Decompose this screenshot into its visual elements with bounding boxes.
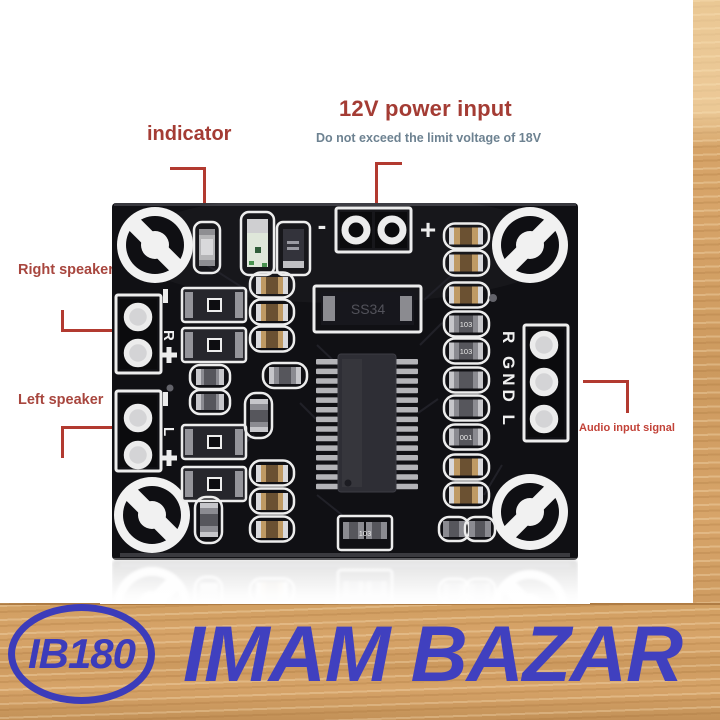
power-callout-line	[375, 162, 402, 165]
store-name: IMAM BAZAR	[183, 609, 683, 698]
smd-capacitor	[188, 363, 232, 391]
audio-callout-line	[583, 380, 629, 383]
smd-resistor	[248, 298, 296, 326]
mounting-hole	[492, 207, 568, 283]
smd-capacitor-001: 001	[442, 423, 491, 451]
left-speaker-minus-mark	[163, 392, 168, 406]
smd-code: 103	[359, 529, 372, 538]
smd-resistor	[248, 325, 296, 353]
voltage-warning-text: Do not exceed the limit voltage of 18V	[316, 131, 542, 145]
power-minus-mark: -	[318, 210, 327, 240]
right-speaker-callout-line	[61, 310, 64, 332]
via	[489, 294, 497, 302]
smd-resistor	[442, 453, 491, 481]
smd-capacitor-103: 103	[442, 337, 491, 365]
seller-badge-text: IB180	[27, 630, 136, 677]
left-speaker-l-mark: L	[160, 427, 177, 436]
audio-header-silkscreen: R GND L	[499, 331, 518, 429]
left-speaker-plus-mark	[161, 450, 177, 466]
smd-capacitor	[261, 361, 309, 390]
smd-capacitor	[188, 388, 232, 416]
mounting-hole	[492, 474, 568, 550]
smd-capacitor	[243, 391, 274, 440]
right-speaker-r-mark: R	[160, 330, 177, 341]
power-callout-line	[375, 162, 378, 218]
right-speaker-minus-mark	[163, 289, 168, 303]
smd-capacitor-103: 103	[442, 310, 491, 338]
audio-input-label: Audio input signal	[579, 422, 675, 434]
smd-code: 103	[460, 347, 473, 356]
right-speaker-terminal	[114, 293, 163, 375]
power-pad-negative	[341, 215, 371, 245]
smd-resistor	[248, 487, 296, 515]
smd-code: 001	[460, 433, 473, 442]
power-led	[239, 210, 276, 277]
left-speaker-terminal	[114, 389, 163, 473]
smd-resistor	[248, 459, 296, 487]
smd-resistor	[442, 222, 491, 250]
power-resistor	[180, 423, 248, 461]
smd-resistor	[442, 249, 491, 277]
pcb-traces	[206, 264, 503, 516]
power-resistor	[180, 286, 248, 324]
power-plus-mark: +	[420, 214, 436, 245]
via	[166, 384, 174, 392]
smd-component	[275, 220, 312, 277]
left-speaker-callout-line	[61, 426, 117, 429]
reflection-fade	[100, 558, 590, 604]
mounting-hole	[117, 207, 193, 283]
indicator-callout-line	[170, 167, 206, 170]
smd-resistor	[248, 271, 296, 299]
smd-capacitor	[463, 515, 497, 543]
indicator-label: indicator	[147, 123, 232, 145]
diode-ss34: SS34	[312, 284, 423, 334]
left-speaker-callout-line	[61, 426, 64, 458]
indicator-callout-line	[203, 167, 206, 229]
right-speaker-callout-line	[61, 329, 116, 332]
power-input-label: 12V power input	[339, 96, 512, 121]
smd-capacitor	[442, 366, 491, 394]
smd-code: 103	[460, 320, 473, 329]
smd-resistor	[442, 281, 491, 309]
audio-input-terminal	[522, 323, 570, 443]
seller-badge: IB180	[8, 604, 155, 704]
smd-capacitor	[442, 394, 491, 422]
ic-pins	[316, 359, 418, 490]
mounting-hole	[114, 477, 190, 553]
left-speaker-label: Left speaker	[18, 392, 104, 408]
indicator-led	[192, 220, 222, 275]
amplifier-ic	[316, 353, 418, 493]
diode-code: SS34	[351, 301, 385, 317]
right-speaker-label: Right speaker	[18, 262, 114, 278]
smd-capacitor-pair: 103	[336, 514, 394, 552]
smd-resistor	[442, 481, 491, 509]
right-speaker-plus-mark	[161, 347, 177, 363]
power-resistor	[180, 465, 248, 503]
smd-resistor	[248, 515, 296, 543]
power-connector	[334, 206, 413, 254]
wood-strip-right	[693, 0, 720, 720]
power-resistor	[180, 326, 248, 364]
smd-capacitor	[193, 495, 224, 545]
power-pad-positive	[377, 215, 407, 245]
amplifier-pcb: - + SS34	[112, 203, 578, 560]
audio-callout-line	[626, 380, 629, 413]
